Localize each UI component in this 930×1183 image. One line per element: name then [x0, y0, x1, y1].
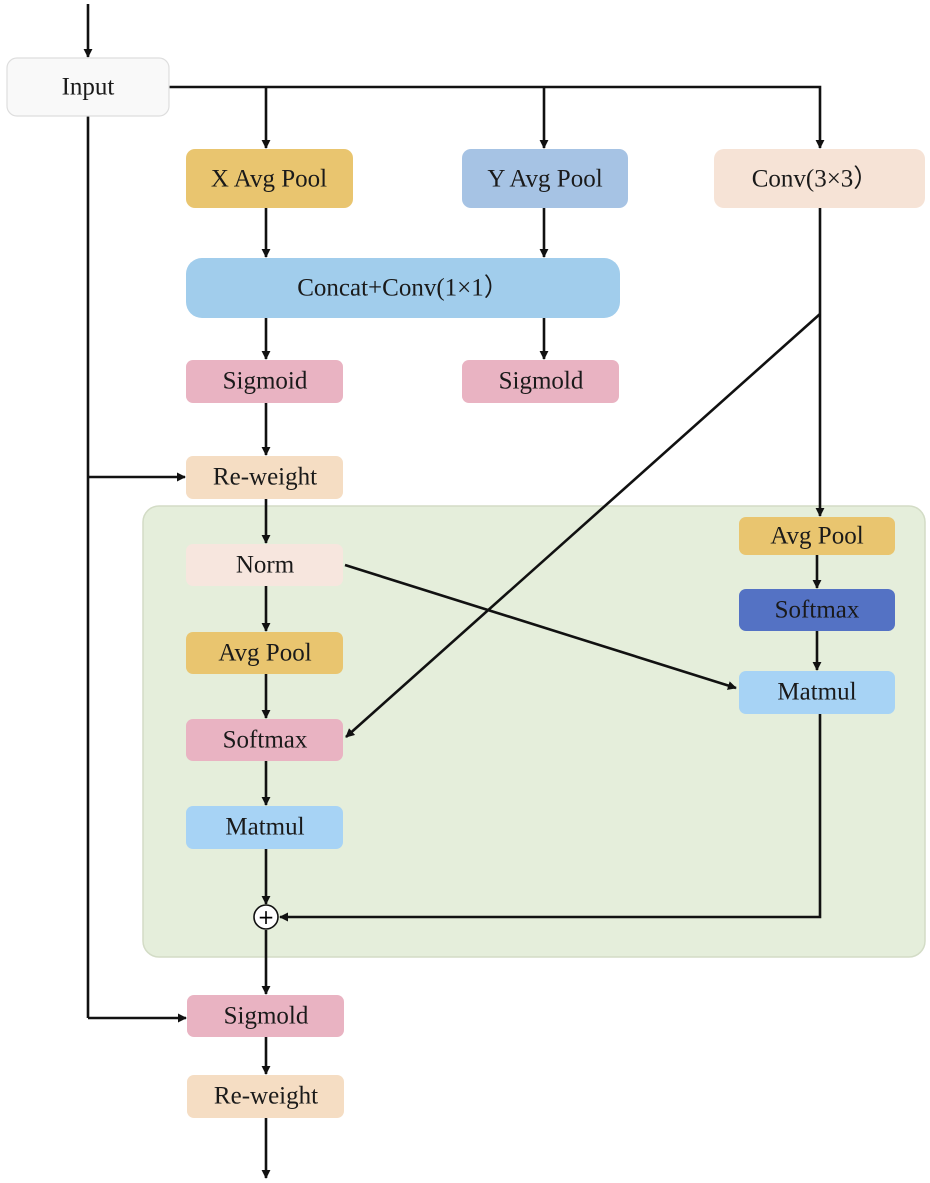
node-softmax-right: Softmax — [739, 589, 895, 631]
node-sigmold-right: Sigmold — [462, 360, 619, 403]
node-reweight-top: Re-weight — [186, 456, 343, 499]
node-input: Input — [6, 57, 170, 117]
node-norm: Norm — [186, 544, 343, 586]
plus-symbol: + — [258, 905, 275, 929]
plus-circle — [253, 904, 279, 930]
node-reweight-bottom-label: Re-weight — [214, 1083, 318, 1110]
arrow-matmul-right-to-plus — [279, 714, 822, 922]
node-concat-conv: Concat+Conv(1×1） — [186, 258, 620, 318]
plus-junction: + — [253, 904, 279, 930]
node-reweight-bottom: Re-weight — [187, 1075, 344, 1118]
arrow-norm-to-matmul-right — [344, 563, 737, 690]
node-sigmold-bottom-label: Sigmold — [224, 1003, 309, 1030]
node-softmax-left-box — [186, 719, 343, 761]
node-conv3x3-box — [714, 149, 925, 208]
node-input-label: Input — [62, 74, 115, 101]
node-reweight-top-box — [186, 456, 343, 499]
node-x-avg-pool-box — [186, 149, 353, 208]
node-matmul-left-box — [186, 806, 343, 849]
connectors — [83, 4, 825, 1179]
input-bus-line — [169, 85, 825, 149]
node-matmul-right-label: Matmul — [777, 679, 856, 706]
node-sigmoid: Sigmoid — [186, 360, 343, 403]
node-matmul-left: Matmul — [186, 806, 343, 849]
node-avg-pool-left-box — [186, 632, 343, 674]
node-sigmold-right-box — [462, 360, 619, 403]
node-softmax-left: Softmax — [186, 719, 343, 761]
node-reweight-bottom-box — [187, 1075, 344, 1118]
node-x-avg-pool: X Avg Pool — [186, 149, 353, 208]
node-x-avg-pool-label: X Avg Pool — [211, 166, 327, 193]
node-avg-pool-right-box — [739, 517, 895, 555]
node-y-avg-pool: Y Avg Pool — [462, 149, 628, 208]
node-sigmold-bottom-box — [187, 995, 344, 1037]
node-softmax-right-box — [739, 589, 895, 631]
node-concat-conv-box — [186, 258, 620, 318]
node-sigmold-bottom: Sigmold — [187, 995, 344, 1037]
node-sigmoid-box — [186, 360, 343, 403]
node-avg-pool-left: Avg Pool — [186, 632, 343, 674]
node-softmax-right-label: Softmax — [775, 597, 860, 624]
node-concat-conv-label: Concat+Conv(1×1） — [297, 274, 509, 302]
node-avg-pool-left-label: Avg Pool — [218, 640, 311, 667]
node-norm-label: Norm — [236, 552, 295, 579]
arrow-conv-to-softmax-left — [345, 313, 821, 738]
node-matmul-right: Matmul — [739, 671, 895, 714]
node-avg-pool-right: Avg Pool — [739, 517, 895, 555]
node-reweight-top-label: Re-weight — [213, 464, 317, 491]
node-input-box — [6, 57, 170, 117]
node-sigmoid-label: Sigmoid — [223, 368, 308, 395]
node-softmax-left-label: Softmax — [223, 727, 308, 754]
node-sigmold-right-label: Sigmold — [499, 368, 584, 395]
node-norm-box — [186, 544, 343, 586]
node-y-avg-pool-label: Y Avg Pool — [487, 166, 602, 193]
node-conv3x3-label: Conv(3×3） — [752, 165, 879, 193]
node-avg-pool-right-label: Avg Pool — [770, 523, 863, 550]
node-y-avg-pool-box — [462, 149, 628, 208]
node-conv3x3: Conv(3×3） — [714, 149, 925, 208]
node-matmul-left-label: Matmul — [225, 814, 304, 841]
node-matmul-right-box — [739, 671, 895, 714]
